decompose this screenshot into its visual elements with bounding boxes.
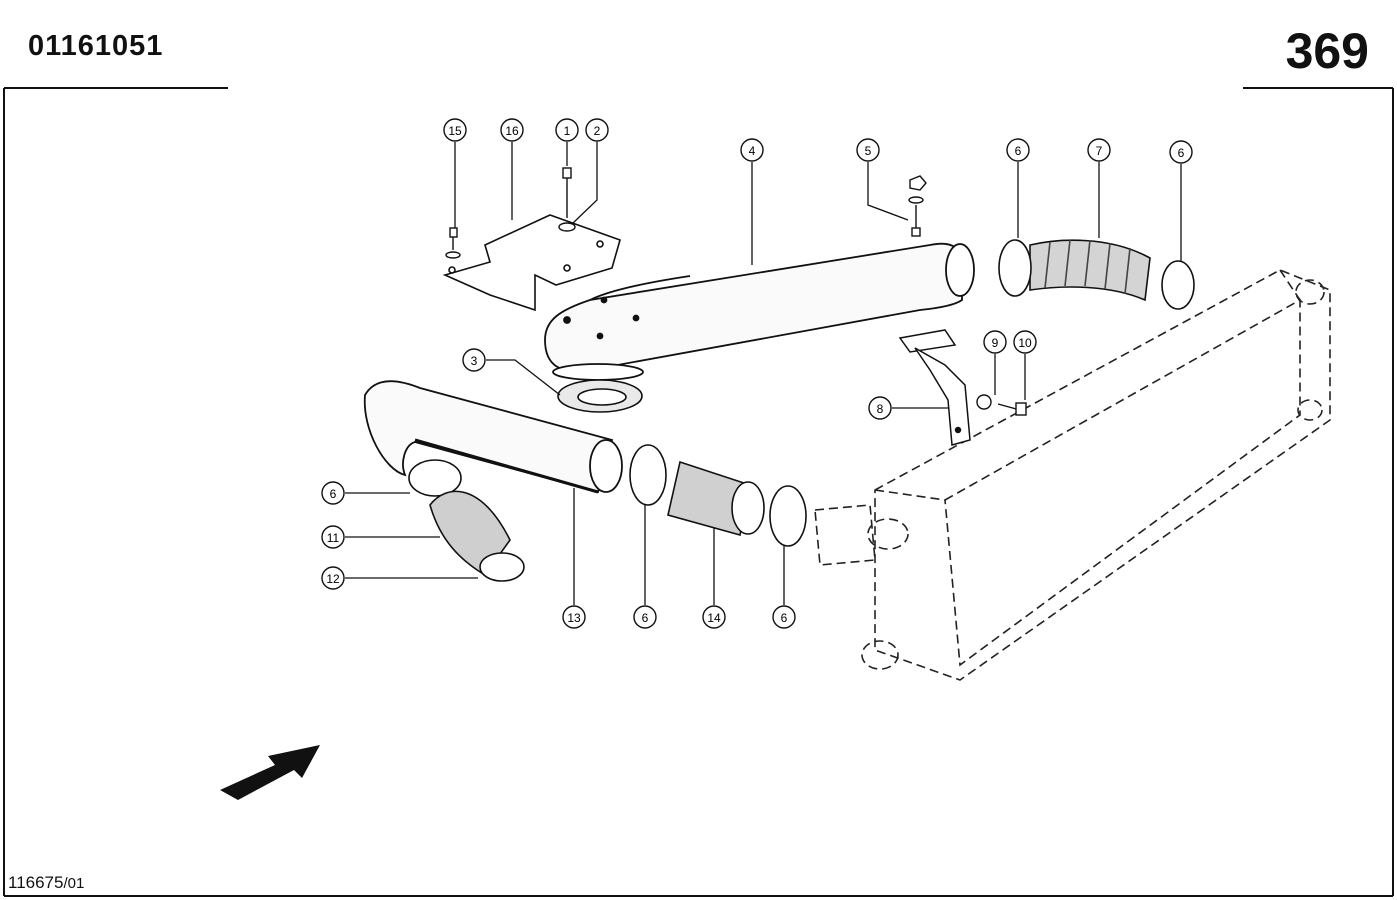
svg-text:6: 6 bbox=[330, 487, 337, 501]
svg-text:10: 10 bbox=[1018, 336, 1032, 350]
svg-text:6: 6 bbox=[1178, 146, 1185, 160]
svg-text:6: 6 bbox=[642, 611, 649, 625]
callout-4: 4 bbox=[740, 138, 764, 162]
svg-text:8: 8 bbox=[877, 402, 884, 416]
svg-text:6: 6 bbox=[1015, 144, 1022, 158]
callout-13: 13 bbox=[562, 605, 586, 629]
svg-text:12: 12 bbox=[326, 572, 340, 586]
svg-text:4: 4 bbox=[749, 144, 756, 158]
callout-10: 10 bbox=[1013, 330, 1037, 354]
direction-arrow-icon bbox=[220, 745, 320, 800]
upper-air-duct bbox=[544, 242, 975, 381]
callout-6-left: 6 bbox=[321, 481, 345, 505]
sheet-border bbox=[3, 87, 1394, 897]
callout-8: 8 bbox=[868, 396, 892, 420]
lower-hose-assembly bbox=[629, 444, 807, 547]
callout-6-upper-right: 6 bbox=[1169, 140, 1193, 164]
page-number: 369 bbox=[1285, 23, 1369, 79]
svg-text:6: 6 bbox=[781, 611, 788, 625]
svg-text:9: 9 bbox=[992, 336, 999, 350]
drawing-code-number: 116675 bbox=[8, 873, 64, 892]
svg-text:3: 3 bbox=[471, 354, 478, 368]
callout-6-bottom-left: 6 bbox=[633, 605, 657, 629]
callout-15: 15 bbox=[443, 118, 467, 142]
callout-6-upper-left: 6 bbox=[1006, 138, 1030, 162]
svg-text:5: 5 bbox=[865, 144, 872, 158]
mounting-bracket bbox=[442, 214, 621, 312]
elbow-hose-assembly bbox=[408, 459, 525, 582]
callout-7: 7 bbox=[1087, 138, 1111, 162]
support-strap bbox=[898, 329, 971, 446]
lower-bent-pipe bbox=[363, 380, 623, 494]
drawing-code: 116675/01 bbox=[8, 873, 84, 893]
drawing-code-suffix: /01 bbox=[63, 875, 85, 892]
svg-text:13: 13 bbox=[567, 611, 581, 625]
callout-6-bottom-right: 6 bbox=[772, 605, 796, 629]
fasteners bbox=[445, 167, 1027, 416]
callout-9: 9 bbox=[983, 330, 1007, 354]
callout-14: 14 bbox=[702, 605, 726, 629]
leader-lines bbox=[345, 142, 1182, 605]
svg-text:7: 7 bbox=[1096, 144, 1103, 158]
svg-text:2: 2 bbox=[594, 124, 601, 138]
svg-text:1: 1 bbox=[564, 124, 571, 138]
callout-16: 16 bbox=[500, 118, 524, 142]
upper-hose-assembly bbox=[998, 239, 1195, 310]
callout-11: 11 bbox=[321, 525, 345, 549]
gasket bbox=[557, 379, 643, 413]
part-number: 01161051 bbox=[28, 30, 164, 62]
svg-text:11: 11 bbox=[327, 531, 340, 545]
callout-3: 3 bbox=[462, 348, 486, 372]
callout-2: 2 bbox=[585, 118, 609, 142]
intercooler-outline bbox=[814, 269, 1331, 681]
svg-text:14: 14 bbox=[707, 611, 721, 625]
svg-text:15: 15 bbox=[448, 124, 462, 138]
callout-1: 1 bbox=[555, 118, 579, 142]
svg-text:16: 16 bbox=[505, 124, 519, 138]
callout-12: 12 bbox=[321, 566, 345, 590]
callout-5: 5 bbox=[856, 138, 880, 162]
